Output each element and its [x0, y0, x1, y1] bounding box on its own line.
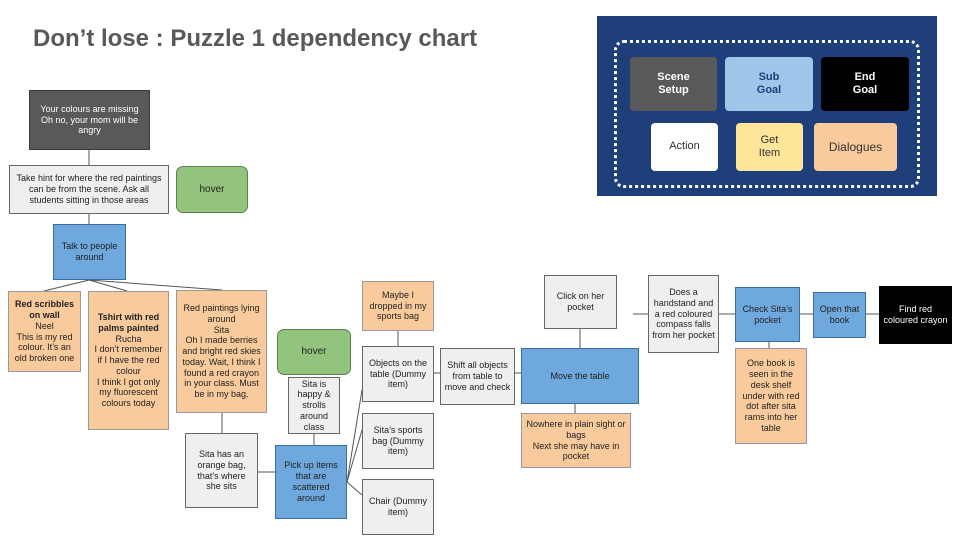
node-shift-objects: Shift all objects from table to move and… — [440, 348, 515, 405]
node-maybe-dropped: Maybe I dropped in my sports bag — [362, 281, 434, 331]
node-click-pocket: Click on her pocket — [544, 275, 617, 329]
node-one-book: One book is seen in the desk shelf under… — [735, 348, 807, 444]
node-check-pocket: Check Sita’s pocket — [735, 287, 800, 342]
node-hover-1: hover — [176, 166, 248, 213]
legend-dotted-border — [614, 40, 920, 188]
node-sports-bag: Sita’s sports bag (Dummy item) — [362, 413, 434, 469]
node-nowhere: Nowhere in plain sight or bags Next she … — [521, 413, 631, 468]
connector-line — [88, 279, 128, 292]
legend-scene-setup: Scene Setup — [630, 57, 717, 111]
connector-line — [346, 389, 363, 483]
node-open-book: Open that book — [813, 292, 866, 338]
node-talk-people: Talk to people around — [53, 224, 126, 280]
node-move-table: Move the table — [521, 348, 639, 404]
node-rucha-title: Tshirt with red palms painted — [97, 311, 160, 333]
node-sita-dialog: Red paintings lying around Sita Oh I mad… — [176, 290, 267, 413]
legend-dialogues: Dialogues — [814, 123, 897, 171]
connector-line — [346, 481, 363, 496]
node-objects-table: Objects on the table (Dummy item) — [362, 346, 434, 402]
connector-line — [43, 279, 90, 292]
node-handstand: Does a handstand and a red coloured comp… — [648, 275, 719, 353]
node-colours-missing: Your colours are missing Oh no, your mom… — [29, 90, 150, 150]
legend-sub-goal: Sub Goal — [725, 57, 813, 111]
node-rucha-body: Rucha I don’t remember if I have the red… — [94, 333, 163, 409]
node-rucha: Tshirt with red palms painted Rucha I do… — [88, 291, 169, 430]
page-title: Don’t lose : Puzzle 1 dependency chart — [33, 25, 478, 52]
node-pick-up: Pick up items that are scattered around — [275, 445, 347, 519]
legend-get-item: Get Item — [736, 123, 803, 171]
node-find-crayon: Find red coloured crayon — [879, 286, 952, 344]
node-hover-2: hover — [277, 329, 351, 375]
legend-panel: Scene Setup Sub Goal End Goal Action Get… — [597, 16, 937, 196]
legend-end-goal: End Goal — [821, 57, 909, 111]
node-take-hint: Take hint for where the red paintings ca… — [9, 165, 169, 214]
node-chair: Chair (Dummy item) — [362, 479, 434, 535]
node-neel-body: Neel This is my red colour. It’s an old … — [14, 320, 75, 364]
node-sita-bag: Sita has an orange bag, that’s where she… — [185, 433, 258, 508]
connector-line — [346, 429, 363, 483]
node-neel-title: Red scribbles on wall — [14, 299, 75, 320]
connector-line — [88, 279, 223, 291]
legend-action: Action — [651, 123, 718, 171]
node-neel: Red scribbles on wall Neel This is my re… — [8, 291, 81, 372]
node-sita-happy: Sita is happy & strolls around class — [288, 377, 340, 434]
